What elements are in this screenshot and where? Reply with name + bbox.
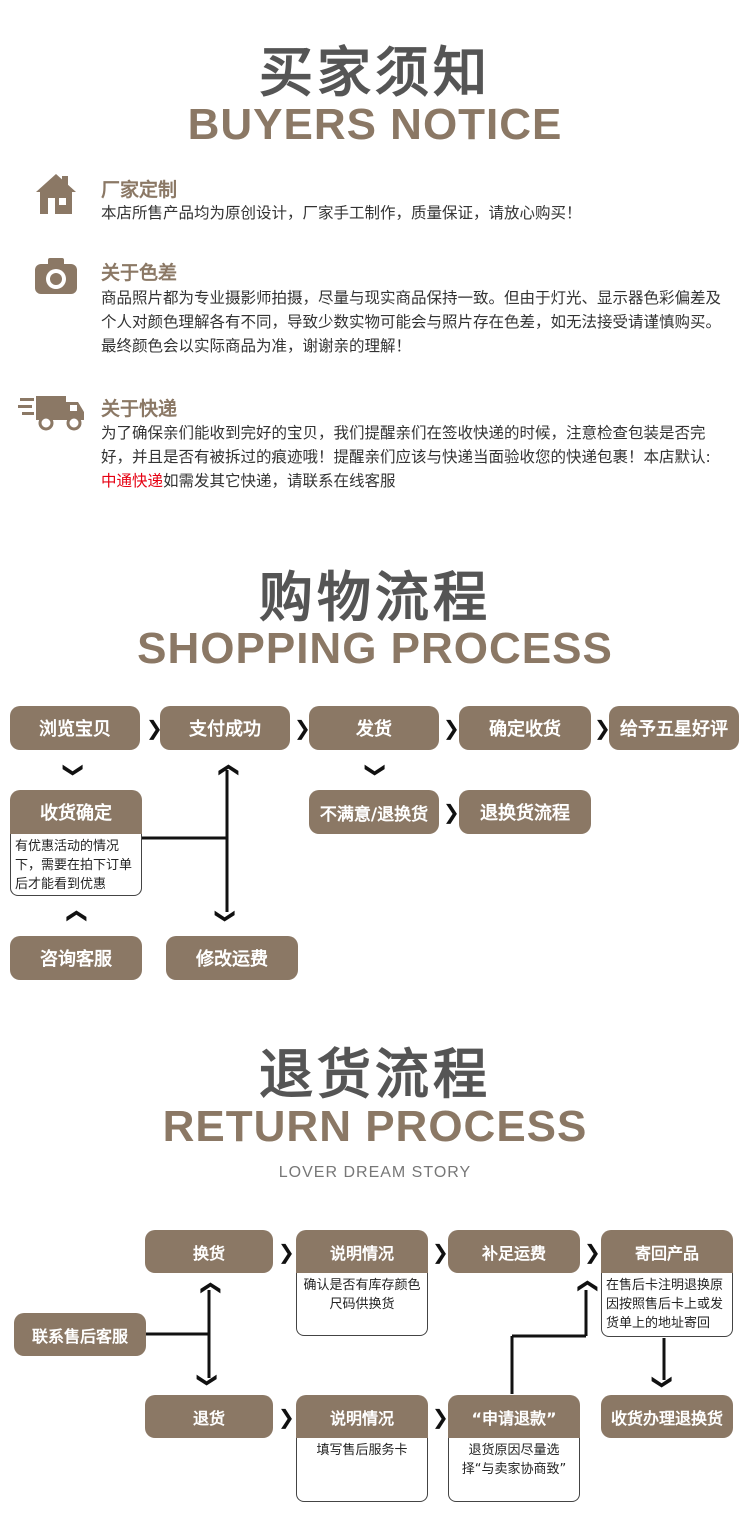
chevron-right-icon: ❯	[432, 1405, 449, 1429]
receive-confirm-note: 有优惠活动的情况下，需要在拍下订单后才能看到优惠	[10, 834, 142, 896]
house-icon	[36, 174, 76, 214]
chevron-down-icon: ❯	[62, 761, 87, 779]
explain-exchange-note: 确认是否有库存颜色尺码供换货	[296, 1273, 428, 1336]
chevron-down-icon: ❯	[651, 1373, 676, 1391]
camera-icon	[35, 258, 77, 294]
chevron-up-icon: ❯	[214, 761, 239, 779]
step-pay-success: 支付成功	[160, 706, 290, 750]
chevron-right-icon: ❯	[146, 716, 163, 740]
chevron-right-icon: ❯	[443, 800, 460, 824]
notice-body-delivery-text: 为了确保亲们能收到完好的宝贝，我们提醒亲们在签收快递的时候，注意检查包装是否完好…	[101, 424, 711, 466]
shopping-title-en: SHOPPING PROCESS	[137, 624, 613, 673]
return-title-cn: 退货流程	[259, 1043, 491, 1106]
step-apply-refund: “申请退款”	[448, 1395, 580, 1438]
step-receive-confirm: 收货确定	[10, 790, 142, 834]
step-exchange: 换货	[145, 1230, 273, 1273]
step-unsatisfied-return: 不满意/退换货	[309, 790, 439, 834]
chevron-right-icon: ❯	[278, 1240, 295, 1264]
return-subtitle: LOVER DREAM STORY	[278, 1164, 472, 1181]
step-modify-shipping: 修改运费	[166, 936, 298, 980]
chevron-up-icon: ❯	[196, 1279, 221, 1297]
notice-title-en: BUYERS NOTICE	[187, 100, 563, 149]
apply-refund-note: 退货原因尽量选择“与卖家协商致”	[448, 1438, 580, 1502]
notice-body-color: 商品照片都为专业摄影师拍摄，尽量与现实商品保持一致。但由于灯光、显示器色彩偏差及…	[101, 289, 722, 355]
chevron-right-icon: ❯	[432, 1240, 449, 1264]
send-back-note: 在售后卡注明退换原因按照售后卡上或发货单上的地址寄回	[601, 1273, 733, 1337]
chevron-right-icon: ❯	[443, 716, 460, 740]
step-refund-goods: 退货	[145, 1395, 273, 1438]
notice-heading-color: 关于色差	[101, 262, 178, 284]
notice-heading-delivery: 关于快递	[101, 398, 178, 420]
delivery-truck-icon	[18, 396, 84, 431]
step-five-star-rating: 给予五星好评	[609, 706, 739, 750]
step-contact-after-sales: 联系售后客服	[14, 1313, 146, 1356]
chevron-up-icon: ❯	[573, 1277, 598, 1295]
chevron-right-icon: ❯	[278, 1405, 295, 1429]
notice-heading-factory: 厂家定制	[101, 179, 178, 201]
explain-refund-note: 填写售后服务卡	[296, 1438, 428, 1502]
step-ship: 发货	[309, 706, 439, 750]
chevron-down-icon: ❯	[196, 1371, 221, 1389]
notice-body-delivery-tail: 如需发其它快递，请联系在线客服	[163, 472, 396, 490]
step-send-back: 寄回产品	[601, 1230, 733, 1273]
default-courier: 中通快递	[101, 472, 164, 490]
step-explain-exchange: 说明情况	[296, 1230, 428, 1273]
notice-body-delivery: 为了确保亲们能收到完好的宝贝，我们提醒亲们在签收快递的时候，注意检查包装是否完好…	[101, 421, 731, 493]
step-confirm-receipt: 确定收货	[459, 706, 591, 750]
notice-body-factory: 本店所售产品均为原创设计，厂家手工制作，质量保证，请放心购买！	[101, 204, 582, 222]
chevron-right-icon: ❯	[584, 1240, 601, 1264]
step-return-process: 退换货流程	[459, 790, 591, 834]
step-extra-shipping-fee: 补足运费	[448, 1230, 580, 1273]
chevron-up-icon: ❯	[62, 907, 87, 925]
step-process-return: 收货办理退换货	[601, 1395, 733, 1438]
chevron-right-icon: ❯	[594, 716, 611, 740]
step-consult-service: 咨询客服	[10, 936, 142, 980]
chevron-right-icon: ❯	[294, 716, 311, 740]
shopping-title-cn: 购物流程	[259, 566, 491, 629]
notice-title-cn: 买家须知	[259, 41, 491, 104]
step-explain-refund: 说明情况	[296, 1395, 428, 1438]
step-browse: 浏览宝贝	[10, 706, 140, 750]
chevron-down-icon: ❯	[214, 907, 239, 925]
chevron-down-icon: ❯	[364, 761, 389, 779]
return-title-en: RETURN PROCESS	[162, 1102, 588, 1151]
